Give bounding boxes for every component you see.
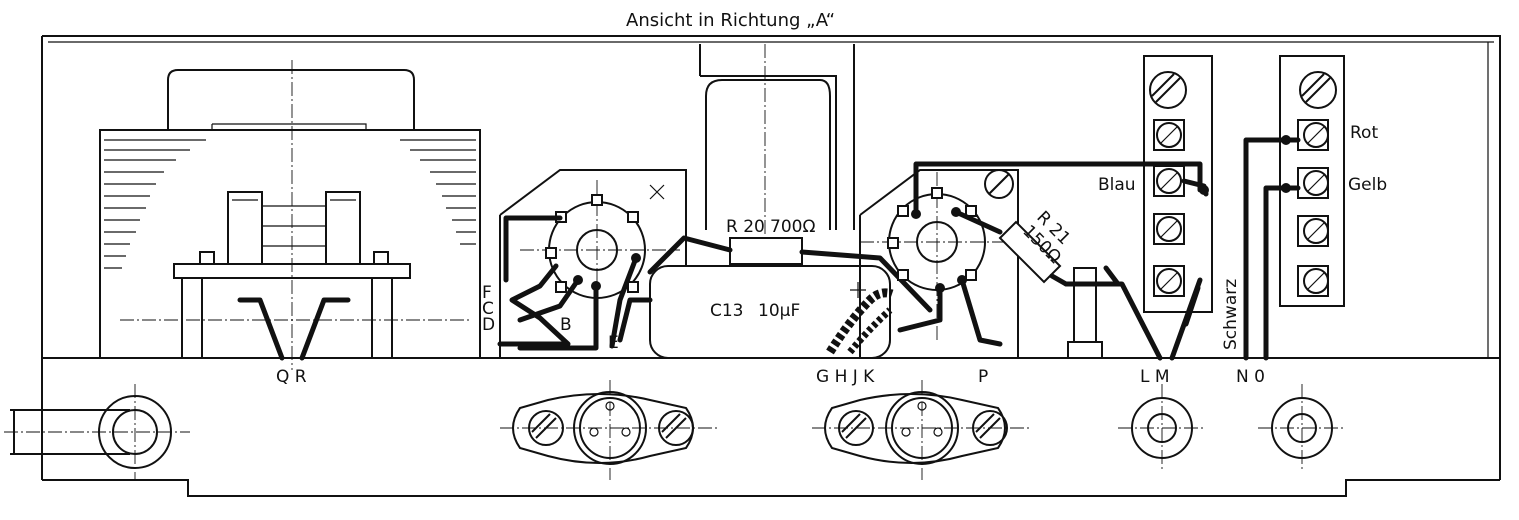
terminal-strip-left — [1143, 55, 1213, 361]
point-ghjk: G H J K — [816, 367, 875, 387]
point-no: N 0 — [1236, 367, 1265, 387]
left-tube-socket — [497, 169, 687, 358]
transformer — [99, 60, 481, 370]
point-b: B — [560, 315, 572, 335]
transformer-lamination-lines — [104, 139, 476, 269]
label-schwarz: Schwarz — [1221, 279, 1241, 350]
grommet-lm — [1118, 384, 1206, 472]
left-socket-flange — [500, 380, 720, 480]
point-d: D — [482, 315, 495, 335]
r20-label: R 20 — [726, 217, 765, 237]
diagram-title: Ansicht in Richtung „A“ — [626, 10, 835, 31]
socket-pins-left — [545, 194, 639, 293]
r20-value: 700Ω — [770, 217, 815, 237]
point-qr: Q R — [276, 367, 307, 387]
c13-value: 10µF — [758, 301, 800, 321]
label-rot: Rot — [1350, 123, 1378, 143]
tall-capacitor-can — [699, 44, 855, 300]
screw-terminals-left — [1149, 71, 1187, 297]
resistor-r21: R 21 150Ω — [998, 207, 1074, 287]
capacitor-c13: C13 10µF — [617, 265, 891, 359]
point-lm: L M — [1140, 367, 1170, 387]
right-tube-socket — [859, 161, 1203, 358]
grommet-no — [1258, 384, 1346, 472]
label-gelb: Gelb — [1348, 175, 1387, 195]
terminal-strip-right — [1243, 55, 1345, 361]
label-blau: Blau — [1098, 175, 1136, 195]
right-socket-flange — [812, 380, 1030, 480]
standoff-post — [1063, 265, 1163, 361]
point-f: F — [482, 283, 492, 303]
point-p: P — [978, 367, 988, 387]
resistor-r20: R 20 700Ω — [647, 217, 933, 313]
braided-wire — [826, 288, 894, 355]
cable-grommet — [4, 384, 190, 480]
c13-label: C13 — [710, 301, 744, 321]
point-c: C — [482, 299, 494, 319]
point-e: E — [608, 333, 619, 353]
